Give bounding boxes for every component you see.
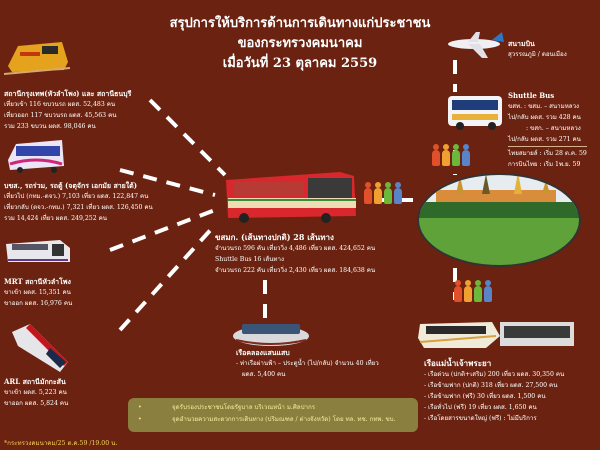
canal-boat-line: ผดส. 5,400 คน bbox=[242, 371, 286, 378]
river-boat-line: - เรือข้ามฟาก (ปกติ) 318 เที่ยว ผดส. 27,… bbox=[424, 382, 558, 389]
arl-line: ขาเข้า ผดส. 5,223 คน bbox=[4, 389, 67, 396]
note-item: •จุดรับรองประชาชนโดยรัฐบาล บริเวณหน้า ม.… bbox=[138, 402, 408, 414]
passengers-icon bbox=[432, 144, 472, 170]
bullet-icon: • bbox=[138, 404, 142, 411]
train-line: เที่ยวเข้า 116 ขบวนรถ ผดส. 52,483 คน bbox=[4, 101, 116, 108]
mrt-line: ขาเข้า ผดส. 15,351 คน bbox=[4, 289, 71, 296]
mrt-info: MRT สถานีหัวลำโพง ขาเข้า ผดส. 15,351 คน … bbox=[4, 276, 72, 309]
river-boat-line: - เรือโดยสารขนาดใหญ่ (ฟรี) : ไม่มีบริการ bbox=[424, 415, 537, 422]
note-item: •จุดอำนวยความสะดวกการเดินทาง (ปริมณฑล / … bbox=[138, 414, 408, 426]
shuttle-info: Shuttle Bus ขสท. : ขสม. – สนามหลวง ไป/กล… bbox=[508, 90, 587, 170]
bmta-heading: ขสมก. (เส้นทางปกติ) 28 เส้นทาง bbox=[215, 232, 334, 242]
infographic-title: สรุปการให้บริการด้านการเดินทางแก่ประชาชน… bbox=[150, 14, 450, 74]
canal-boat-heading: เรือคลองแสนแสบ bbox=[236, 348, 290, 357]
intercity-bus-line: รวม 14,424 เที่ยว ผดส. 249,252 คน bbox=[4, 215, 107, 222]
passengers-icon bbox=[454, 280, 494, 306]
train-line: รวม 233 ขบวน ผดส. 98,046 คน bbox=[4, 123, 96, 130]
title-line-1: สรุปการให้บริการด้านการเดินทางแก่ประชาชน bbox=[169, 16, 431, 31]
airport-rail-link-icon bbox=[10, 322, 70, 374]
bmta-line: จำนวนรถ 222 คัน เที่ยววิ่ง 2,430 เที่ยว … bbox=[215, 267, 376, 274]
coach-bus-icon bbox=[6, 138, 64, 174]
train-station-info: สถานีกรุงเทพ(หัวลำโพง) และ สถานีธนบุรี เ… bbox=[4, 88, 131, 132]
arl-heading: ARL สถานีมักกะสัน bbox=[4, 377, 66, 386]
shuttle-line: ขสท. : ขสม. – สนามหลวง bbox=[508, 103, 580, 110]
bmta-info: ขสมก. (เส้นทางปกติ) 28 เส้นทาง จำนวนรถ 5… bbox=[215, 232, 375, 276]
city-bus-icon bbox=[222, 168, 357, 224]
airplane-icon bbox=[446, 30, 506, 60]
passengers-icon bbox=[364, 182, 404, 208]
shuttle-line: ไป/กลับ ผดส. รวม 271 คน bbox=[508, 136, 581, 143]
bullet-icon: • bbox=[138, 416, 142, 423]
airport-info: สนามบิน สุวรรณภูมิ / ดอนเมือง bbox=[508, 38, 567, 60]
intercity-bus-line: เที่ยวไป (กทม.-ตจว.) 7,103 เที่ยว ผดส. 1… bbox=[4, 193, 149, 200]
river-boat-line: - เรือทั่วไป (ฟรี) 19 เที่ยว ผดส. 1,650 … bbox=[424, 404, 537, 411]
canal-boat-icon bbox=[232, 318, 310, 348]
intercity-bus-heading: บขส., รถร่วม, รถตู้ (จตุจักร เอกมัย สายใ… bbox=[4, 181, 138, 190]
intercity-bus-line: เที่ยวกลับ (ตจว.-กทม.) 7,321 เที่ยว ผดส.… bbox=[4, 204, 153, 211]
intercity-bus-info: บขส., รถร่วม, รถตู้ (จตุจักร เอกมัย สายใ… bbox=[4, 180, 153, 224]
airport-heading: สนามบิน bbox=[508, 39, 535, 48]
shuttle-line: การบินไทย : เริ่ม 1พ.ย. 59 bbox=[508, 161, 581, 168]
grand-palace-image bbox=[416, 172, 582, 268]
subway-train-icon bbox=[4, 236, 72, 268]
bmta-line: จำนวนรถ 596 คัน เที่ยววิ่ง 4,486 เที่ยว … bbox=[215, 245, 376, 252]
notes-box: •จุดรับรองประชาชนโดยรัฐบาล บริเวณหน้า ม.… bbox=[128, 398, 418, 432]
river-boat-info: เรือแม่น้ำเจ้าพระยา - เรือด่วน (ปกติ+เสร… bbox=[424, 358, 564, 424]
river-boat-line: - เรือด่วน (ปกติ+เสริม) 200 เที่ยว ผดส. … bbox=[424, 371, 565, 378]
shuttle-line: : ขสก. – สนามหลวง bbox=[526, 125, 581, 132]
shuttle-bus-icon bbox=[446, 92, 506, 132]
canal-boat-info: เรือคลองแสนแสบ - ท่าเรือผ่านฟ้า – ประตูน… bbox=[236, 347, 379, 380]
train-icon bbox=[4, 38, 72, 76]
canal-boat-line: - ท่าเรือผ่านฟ้า – ประตูน้ำ (ไป/กลับ) จำ… bbox=[236, 360, 379, 367]
title-line-2: ของกระทรวงคมนาคม bbox=[237, 36, 363, 51]
shuttle-heading: Shuttle Bus bbox=[508, 91, 555, 100]
bmta-line: Shuttle Bus 16 เส้นทาง bbox=[215, 256, 284, 263]
arl-line: ขาออก ผดส. 5,824 คน bbox=[4, 400, 69, 407]
river-boat-line: - เรือข้ามฟาก (ฟรี) 30 เที่ยว ผดส. 1,500… bbox=[424, 393, 546, 400]
train-line: เที่ยวออก 117 ขบวนรถ ผดส. 45,563 คน bbox=[4, 112, 117, 119]
divider bbox=[508, 146, 587, 147]
train-heading: สถานีกรุงเทพ(หัวลำโพง) และ สถานีธนบุรี bbox=[4, 89, 132, 98]
river-boat-heading: เรือแม่น้ำเจ้าพระยา bbox=[424, 358, 492, 368]
shuttle-line: ไป/กลับ ผดส. รวม 428 คน bbox=[508, 114, 581, 121]
river-boat-icon bbox=[416, 312, 576, 352]
airport-sub: สุวรรณภูมิ / ดอนเมือง bbox=[508, 51, 567, 58]
mrt-heading: MRT สถานีหัวลำโพง bbox=[4, 277, 71, 286]
mrt-line: ขาออก ผดส. 16,976 คน bbox=[4, 300, 73, 307]
shuttle-line: ไทยสมายล์ : เริ่ม 28 ต.ค. 59 bbox=[508, 150, 587, 157]
title-line-3: เมื่อวันที่ 23 ตุลาคม 2559 bbox=[222, 56, 378, 71]
arl-info: ARL สถานีมักกะสัน ขาเข้า ผดส. 5,223 คน ข… bbox=[4, 376, 68, 409]
source-footer: *กระทรวงคมนาคม/25 ต.ค.59 /19.00 น. bbox=[4, 440, 118, 447]
